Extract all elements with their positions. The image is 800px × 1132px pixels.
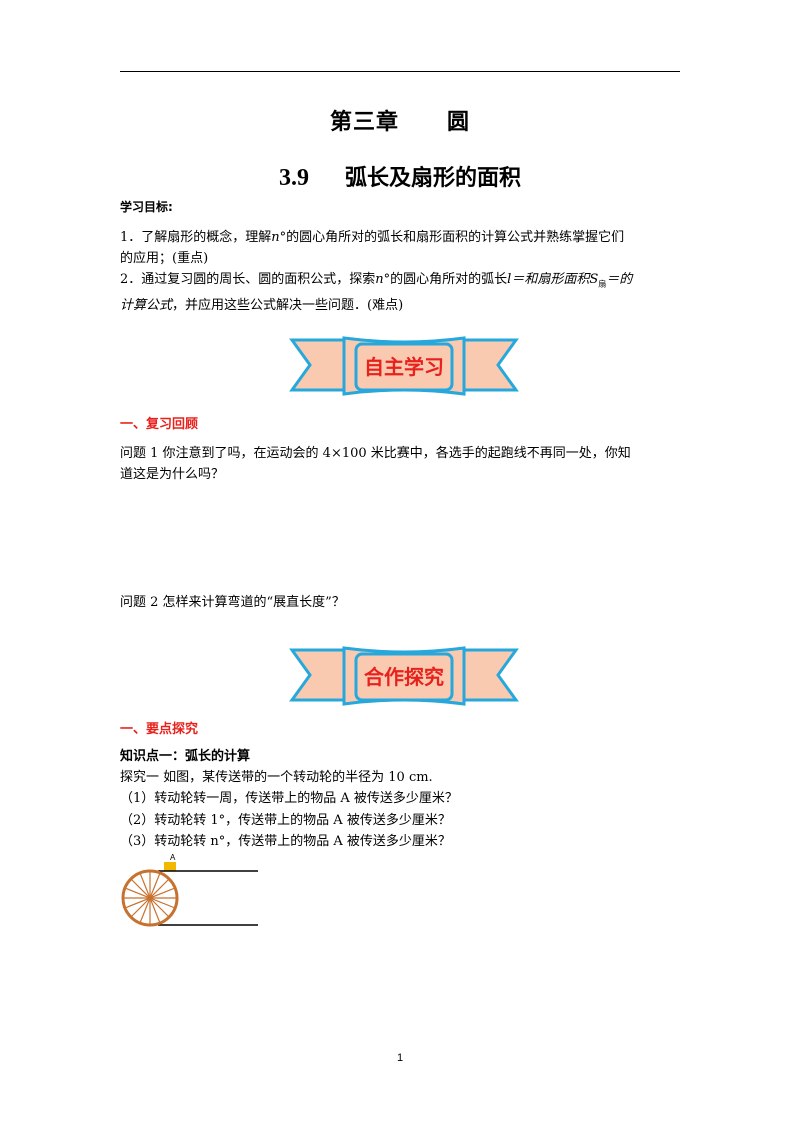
chapter-name: 圆: [447, 110, 471, 135]
explore-step-3: （3）转动轮转 n°，传送带上的物品 A 被传送多少厘米？: [120, 834, 451, 849]
chapter-title: 第三章 圆: [0, 104, 800, 136]
explore-step-1: （1）转动轮转一周，传送带上的物品 A 被传送多少厘米？: [120, 791, 458, 806]
header-rule: [120, 71, 680, 72]
objectives-heading: 学习目标:: [120, 200, 173, 214]
question-2: 问题 2 怎样来计算弯道的“展直长度”？: [120, 595, 345, 610]
wheel-icon: [121, 869, 179, 927]
cooperation-label: 合作探究: [364, 665, 444, 689]
explore-step-2: （2）转动轮转 1°，传送带上的物品 A 被传送多少厘米？: [120, 813, 451, 828]
section-number: 3.9: [278, 165, 309, 191]
page-number: 1: [396, 1052, 404, 1064]
section-title: 3.9 弧长及扇形的面积: [0, 160, 800, 192]
objective-1: 1．了解扇形的概念，理解n°的圆心角所对的弧长和扇形面积的计算公式并熟练掌握它们…: [120, 230, 625, 266]
question-1: 问题 1 你注意到了吗，在运动会的 4×100 米比赛中，各选手的起跑线不再同一…: [120, 446, 631, 482]
chapter-label: 第三章: [329, 110, 399, 135]
figure-label-a: A: [170, 853, 176, 862]
self-study-banner: 自主学习: [289, 336, 519, 396]
section-name: 弧长及扇形的面积: [344, 166, 521, 191]
explore-intro: 探究一 如图，某传送带的一个转动轮的半径为 10 cm.: [120, 770, 433, 785]
conveyor-wheel-figure: A: [121, 853, 258, 927]
review-heading: 一、复习回顾: [120, 417, 199, 432]
objective-2: 2．通过复习圆的周长、圆的面积公式，探索n°的圆心角所对的弧长l＝和扇形面积S扇…: [120, 272, 633, 313]
knowledge-point-1: 知识点一：弧长的计算: [120, 749, 251, 764]
object-a-block: [164, 862, 176, 871]
explore-heading: 一、要点探究: [120, 722, 199, 737]
cooperation-banner: 合作探究: [289, 646, 519, 706]
self-study-label: 自主学习: [364, 355, 444, 379]
